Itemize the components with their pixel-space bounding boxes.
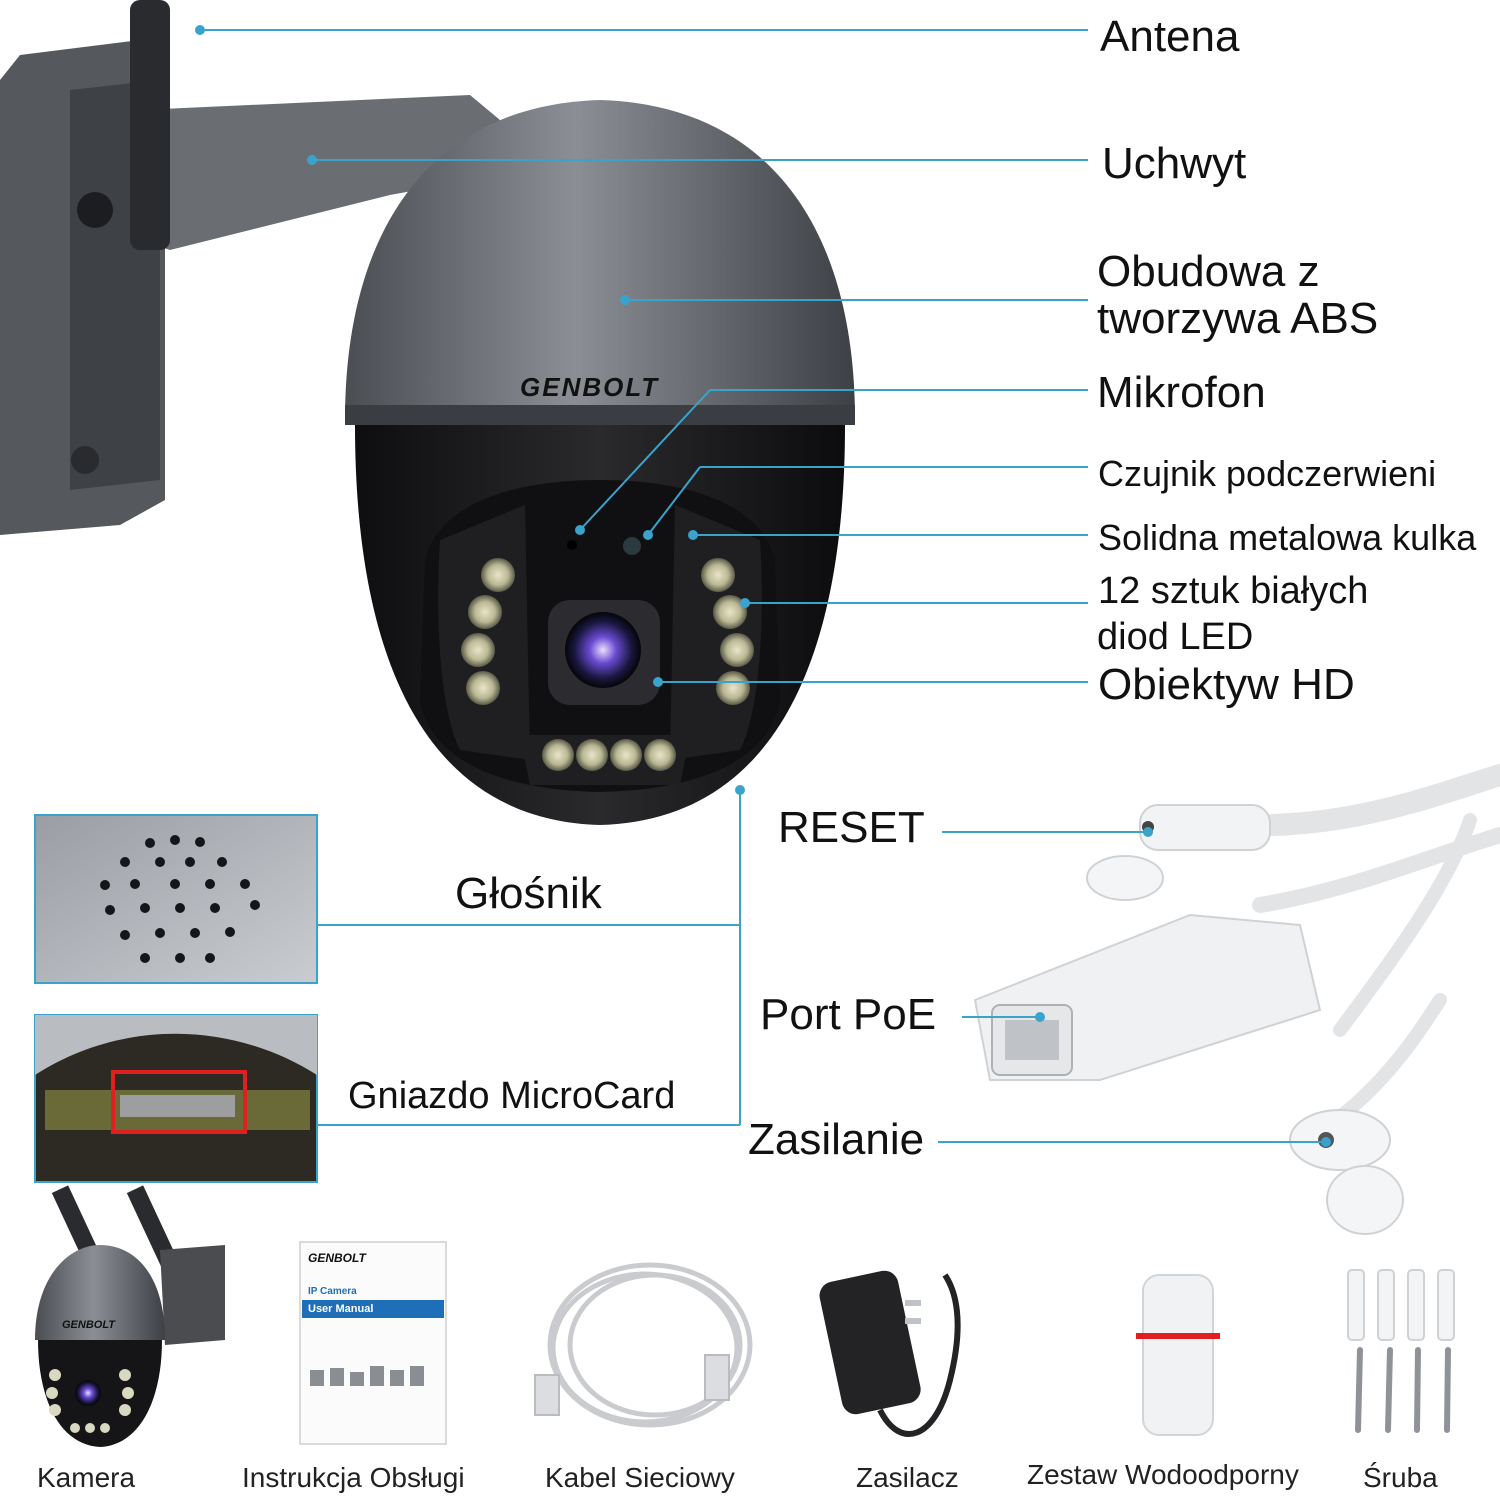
microphone-hole — [567, 540, 577, 550]
label-uchwyt: Uchwyt — [1102, 139, 1247, 188]
label-obiektyw: Obiektyw HD — [1098, 660, 1355, 709]
mount-arm — [140, 95, 500, 250]
package-camera — [35, 1185, 225, 1447]
caption-sruba: Śruba — [1363, 1462, 1438, 1493]
package-manual — [299, 1241, 447, 1445]
caption-instrukcja: Instrukcja Obsługi — [242, 1462, 465, 1493]
microcard-inset — [34, 1014, 318, 1183]
power-connector — [1289, 1109, 1404, 1235]
led-array — [461, 558, 754, 771]
caption-zestaw: Zestaw Wodoodporny — [1027, 1459, 1299, 1490]
poe-connector — [973, 913, 1322, 1081]
brand-logo-small-camera: GENBOLT — [62, 1319, 115, 1331]
package-cable — [534, 1262, 753, 1428]
label-diody-1: 12 sztuk białych — [1098, 570, 1369, 612]
brand-logo-camera: GENBOLT — [520, 372, 660, 402]
manual-subtitle: User Manual — [308, 1303, 374, 1315]
reset-connector — [1086, 804, 1271, 901]
package-adapter — [819, 1270, 961, 1437]
label-mikrofon: Mikrofon — [1097, 368, 1266, 417]
caption-kabel: Kabel Sieciowy — [545, 1462, 735, 1493]
label-kulka: Solidna metalowa kulka — [1098, 517, 1477, 558]
package-screws — [1347, 1269, 1455, 1433]
antenna — [130, 0, 170, 250]
package-waterproof-kit — [1136, 1274, 1220, 1436]
ir-sensor — [623, 537, 641, 555]
label-zasilanie: Zasilanie — [748, 1115, 925, 1164]
leader-lines — [195, 25, 1331, 1147]
label-czujnik: Czujnik podczerwieni — [1098, 453, 1437, 494]
label-obudowa-1: Obudowa z — [1097, 247, 1320, 296]
hd-lens — [565, 612, 641, 688]
brand-logo-manual: GENBOLT — [308, 1251, 366, 1265]
label-glosnik: Głośnik — [455, 869, 602, 918]
caption-zasilacz: Zasilacz — [856, 1462, 959, 1493]
caption-kamera: Kamera — [37, 1462, 136, 1493]
manual-title: IP Camera — [308, 1286, 357, 1297]
label-diody-2: diod LED — [1097, 616, 1254, 658]
label-gniazdo: Gniazdo MicroCard — [348, 1075, 676, 1117]
label-reset: RESET — [778, 803, 925, 852]
speaker-inset — [34, 814, 318, 984]
label-port-poe: Port PoE — [760, 990, 937, 1039]
label-obudowa-2: tworzywa ABS — [1097, 294, 1379, 343]
camera-dome — [345, 100, 855, 420]
label-antena: Antena — [1100, 12, 1240, 61]
microcard-highlight — [111, 1070, 247, 1134]
